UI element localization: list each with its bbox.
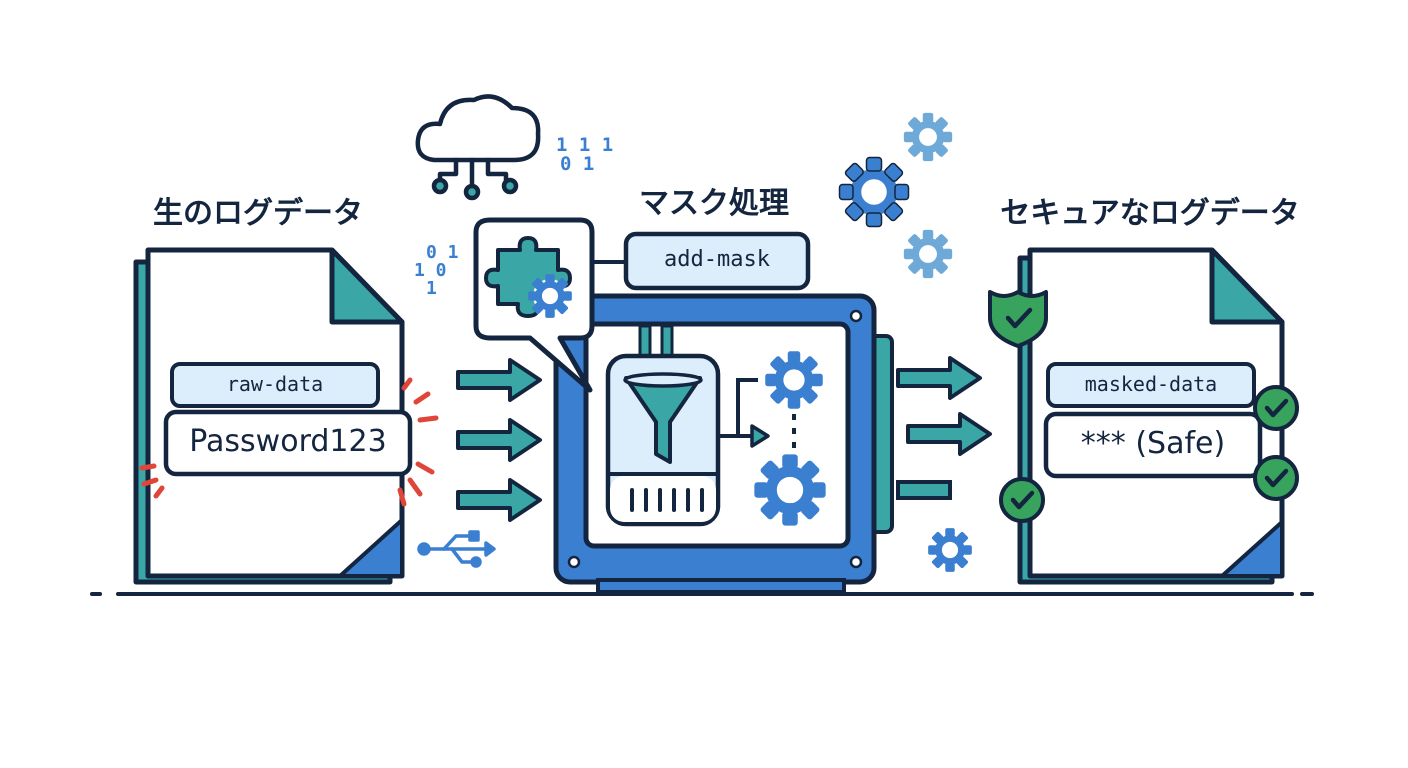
masked-data-tag: masked-data (1084, 372, 1218, 396)
mask-process-machine (553, 293, 894, 594)
funnel-icon (623, 372, 703, 464)
binary-digits-top: 1 1 1 0 1 (556, 134, 614, 175)
secure-log-document (1017, 247, 1285, 585)
raw-data-tag: raw-data (226, 372, 324, 396)
puzzle-gear-icon (484, 236, 572, 318)
gear-icon (840, 158, 909, 227)
add-mask-tag-box (623, 231, 811, 291)
binary-digits-left: 0 1 1 0 1 (414, 242, 459, 299)
shield-check-icon (988, 290, 1048, 348)
check-circle-icon (1001, 479, 1043, 521)
gear-icon (928, 528, 972, 572)
title-secure-log: セキュアなログデータ (1000, 196, 1300, 231)
gear-icon (904, 113, 952, 161)
cloud-network-icon (415, 94, 541, 201)
usb-icon (417, 530, 496, 568)
input-arrows (456, 358, 542, 522)
gear-icon (904, 230, 952, 278)
raw-log-document (133, 247, 413, 585)
title-raw-log: 生のログデータ (153, 196, 363, 231)
check-circle-icon (1255, 457, 1297, 499)
output-arrows (896, 356, 992, 500)
raw-data-value: Password123 (189, 424, 387, 459)
alert-burst-icon (139, 377, 439, 507)
title-mask-process: マスク処理 (639, 186, 789, 221)
add-mask-tag: add-mask (664, 247, 770, 272)
check-circle-icon (1255, 387, 1297, 429)
masked-data-value: *** (Safe) (1080, 426, 1226, 461)
